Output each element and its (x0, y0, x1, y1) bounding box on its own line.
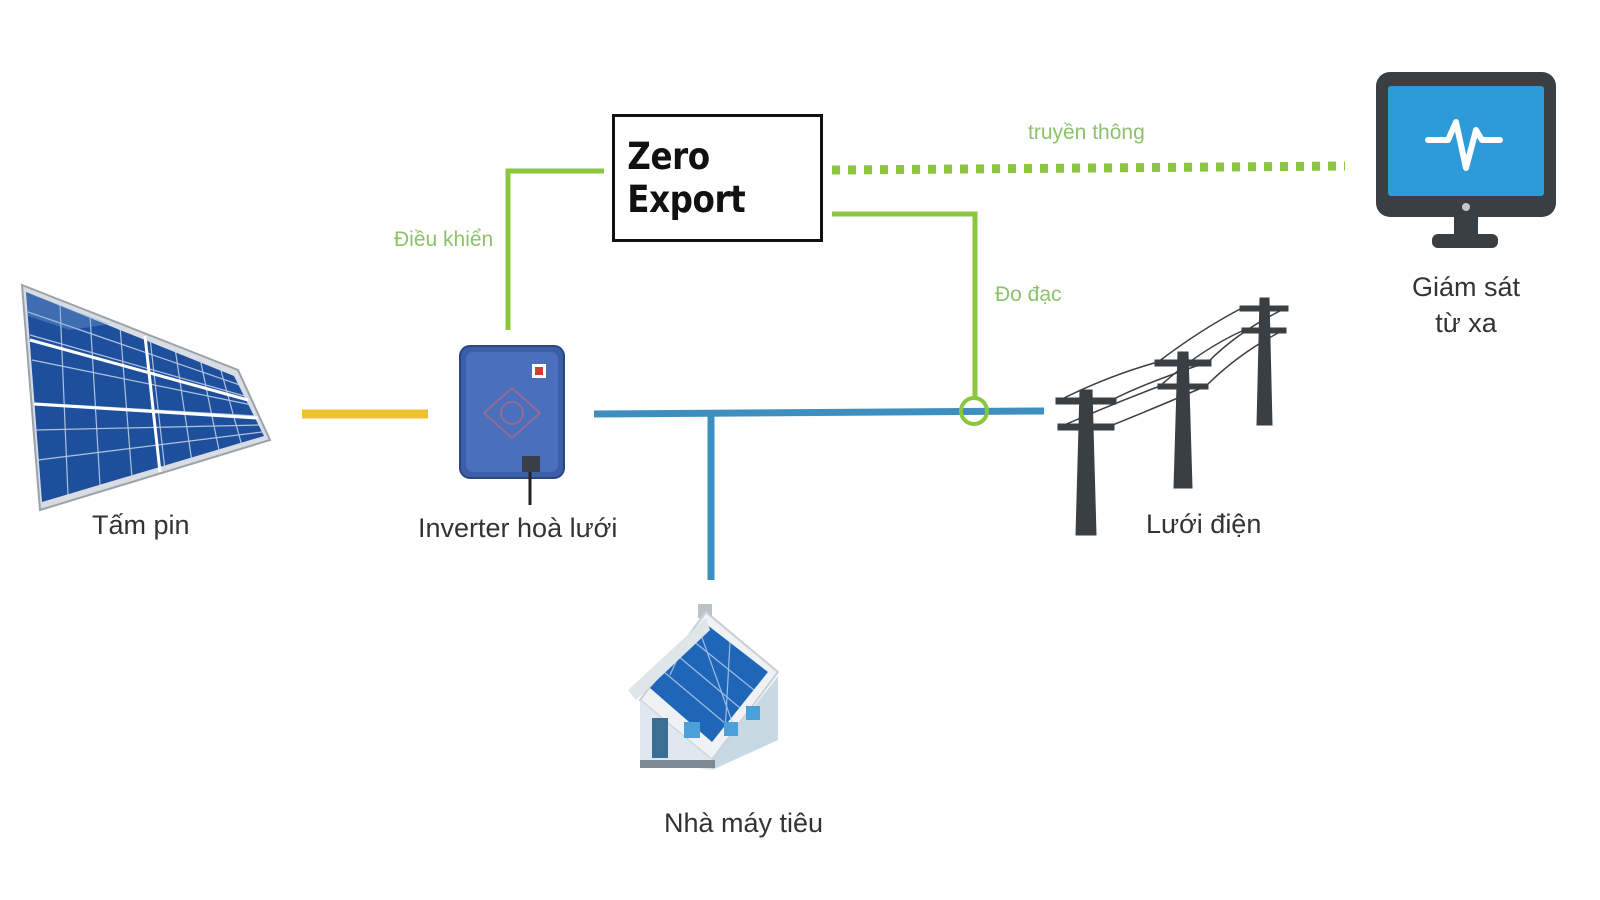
grid-label: Lưới điện (1146, 509, 1262, 539)
ac-line (593, 407, 1045, 418)
house-icon (628, 604, 780, 770)
power-pylon-icon (1055, 297, 1289, 536)
inverter-icon (459, 345, 565, 505)
solar-panel-label: Tấm pin (92, 510, 190, 540)
zero-export-label: Zero Export (627, 135, 746, 221)
monitor-label-line1: Giám sát (1411, 272, 1521, 302)
measure-label: Đo đạc (995, 283, 1062, 306)
zero-export-box: Zero Export (612, 114, 823, 242)
monitor-label-line2: từ xa (1435, 308, 1497, 338)
communication-line (831, 161, 1346, 175)
solar-panel-icon (20, 283, 272, 512)
control-label: Điều khiển (394, 228, 494, 251)
monitor-icon (1376, 72, 1556, 248)
control-line (505, 168, 604, 330)
inverter-label: Inverter hoà lưới (418, 513, 618, 543)
communication-label: truyền thông (1028, 121, 1145, 144)
measure-line (832, 211, 978, 398)
consumer-label: Nhà máy tiêu (664, 808, 824, 838)
meter-circle-icon (959, 396, 989, 426)
